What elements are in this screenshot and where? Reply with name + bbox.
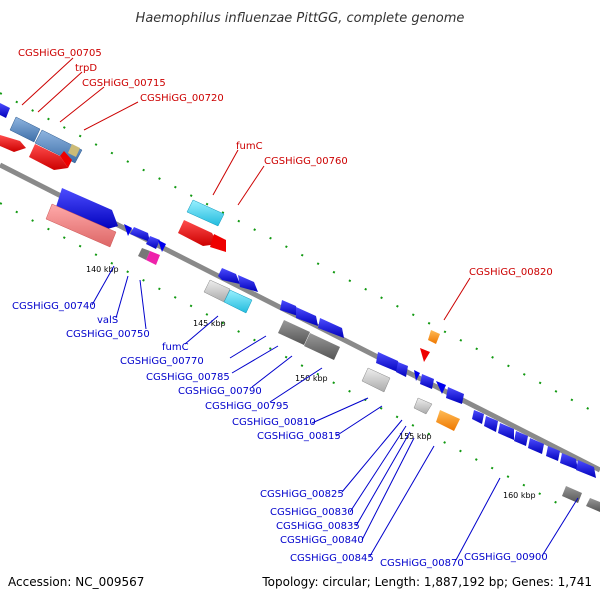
orange-gene bbox=[436, 410, 460, 431]
gene-arrow-red bbox=[210, 234, 226, 252]
light-grey-block bbox=[413, 397, 433, 415]
forward-leaders bbox=[21, 57, 471, 321]
reverse-label-group: CGSHiGG_00740 valS CGSHiGG_00750 fumC CG… bbox=[12, 301, 548, 569]
gene-arrow-red bbox=[29, 144, 68, 170]
genome-summary-text: Topology: circular; Length: 1,887,192 bp… bbox=[261, 575, 592, 589]
gene-label: trpD bbox=[75, 63, 97, 74]
cds-arrow bbox=[576, 460, 596, 478]
forward-label-group: CGSHiGG_00705 trpD CGSHiGG_00715 CGSHiGG… bbox=[18, 48, 553, 278]
cds-arrow bbox=[238, 275, 258, 292]
scale-label: 155 kbp bbox=[399, 432, 432, 441]
outer-tick-track bbox=[0, 92, 600, 416]
cds-arrow bbox=[498, 423, 514, 440]
pink-block bbox=[45, 203, 117, 248]
grey-block bbox=[278, 320, 310, 345]
rrna-block bbox=[9, 116, 41, 143]
gene-arrow-red bbox=[420, 348, 430, 362]
cds-arrow bbox=[56, 188, 118, 230]
cds-arrow bbox=[124, 224, 132, 236]
scale-label: 150 kbp bbox=[295, 374, 328, 383]
cds-arrow bbox=[546, 446, 560, 461]
cds-arrow bbox=[436, 381, 446, 394]
gene-label: fumC bbox=[162, 342, 189, 353]
gene-label: CGSHiGG_00705 bbox=[18, 48, 102, 59]
gene-label: CGSHiGG_00795 bbox=[205, 401, 289, 412]
trna-block bbox=[223, 289, 253, 314]
grey-block bbox=[586, 498, 600, 512]
gene-label: CGSHiGG_00785 bbox=[146, 372, 230, 383]
cds-arrow bbox=[420, 374, 434, 389]
gene-label: CGSHiGG_00740 bbox=[12, 301, 96, 312]
cds-arrow bbox=[446, 387, 464, 404]
gene-label: CGSHiGG_00835 bbox=[276, 521, 360, 532]
cds-arrow bbox=[318, 318, 344, 338]
cds-arrow bbox=[0, 103, 10, 118]
gene-label: CGSHiGG_00820 bbox=[469, 267, 553, 278]
trna-block bbox=[186, 199, 225, 227]
light-grey-block bbox=[361, 367, 391, 393]
cds-arrow bbox=[396, 362, 408, 377]
reverse-leaders bbox=[91, 265, 579, 561]
gene-arrow-red bbox=[0, 135, 26, 152]
orange-gene bbox=[428, 330, 440, 344]
gene-label: CGSHiGG_00770 bbox=[120, 356, 204, 367]
gene-arrow-red bbox=[60, 151, 72, 168]
cds-arrow bbox=[414, 370, 420, 381]
scale-label: 160 kbp bbox=[503, 491, 536, 500]
gene-label: CGSHiGG_00760 bbox=[264, 156, 348, 167]
scale-label: 140 kbp bbox=[86, 265, 119, 274]
gene-label: CGSHiGG_00900 bbox=[464, 552, 548, 563]
cds-arrow bbox=[560, 453, 578, 470]
cds-arrow bbox=[484, 416, 498, 432]
cds-arrow bbox=[158, 240, 166, 252]
reverse-strand-genes bbox=[45, 188, 600, 512]
cds-arrow bbox=[280, 300, 298, 316]
inner-tick-track bbox=[0, 202, 571, 511]
gene-label: CGSHiGG_00715 bbox=[82, 78, 166, 89]
forward-strand-genes bbox=[0, 103, 440, 362]
gene-label: valS bbox=[97, 315, 118, 326]
grey-block bbox=[138, 248, 150, 260]
gene-label: CGSHiGG_00720 bbox=[140, 93, 224, 104]
grey-block bbox=[304, 333, 340, 360]
grey-block bbox=[562, 486, 582, 503]
gene-label: CGSHiGG_00815 bbox=[257, 431, 341, 442]
magenta-block bbox=[146, 251, 160, 265]
rrna-block bbox=[34, 129, 83, 164]
cds-arrow bbox=[376, 352, 400, 373]
gene-label: CGSHiGG_00810 bbox=[232, 417, 316, 428]
gene-arrow-red bbox=[178, 220, 218, 246]
cds-arrow bbox=[218, 268, 240, 284]
gene-label: CGSHiGG_00840 bbox=[280, 535, 364, 546]
cds-arrow bbox=[472, 410, 484, 424]
cds-arrow bbox=[130, 227, 150, 242]
gene-label: CGSHiGG_00790 bbox=[178, 386, 262, 397]
gene-label: CGSHiGG_00830 bbox=[270, 507, 354, 518]
cds-arrow bbox=[528, 438, 544, 454]
accession-text: Accession: NC_009567 bbox=[8, 575, 144, 589]
map-title: Haemophilus influenzae PittGG, complete … bbox=[136, 11, 465, 26]
khaki-block bbox=[68, 144, 80, 157]
gene-label: CGSHiGG_00825 bbox=[260, 489, 344, 500]
gene-label: CGSHiGG_00845 bbox=[290, 553, 374, 564]
cds-arrow bbox=[296, 307, 318, 326]
gene-label: fumC bbox=[236, 141, 263, 152]
cds-arrow bbox=[146, 236, 160, 249]
cds-arrow bbox=[514, 431, 528, 446]
gene-label: CGSHiGG_00870 bbox=[380, 558, 464, 569]
gene-label: CGSHiGG_00750 bbox=[66, 329, 150, 340]
